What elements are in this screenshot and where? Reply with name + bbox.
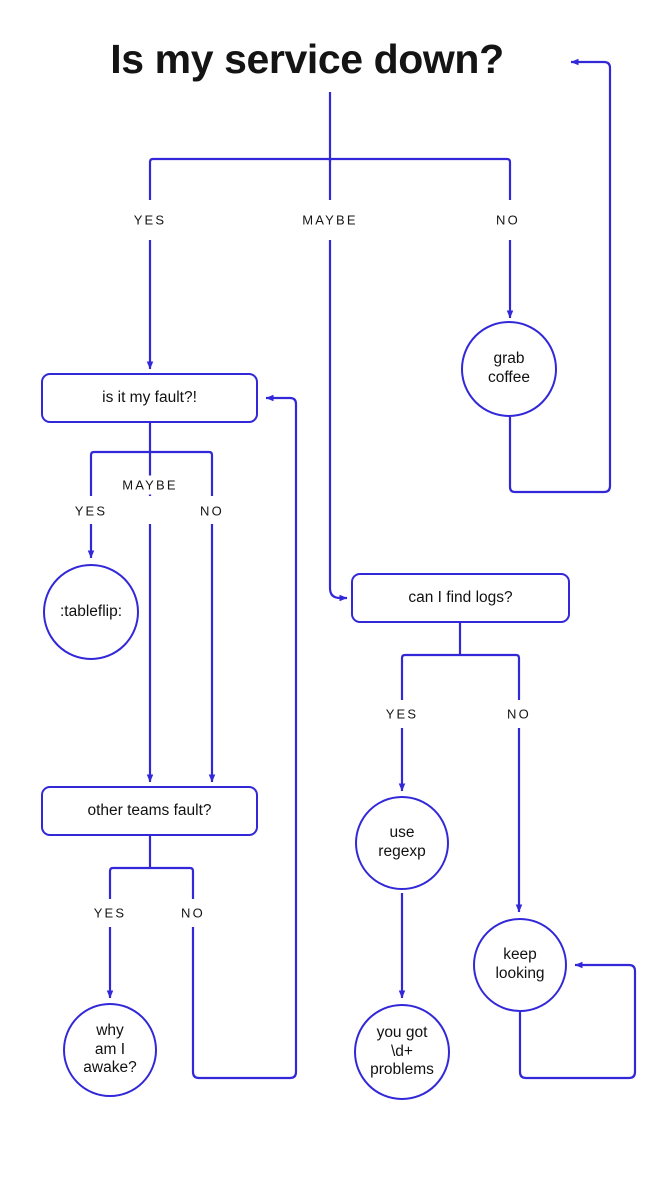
node-other-teams-fault[interactable]: other teams fault?: [41, 786, 258, 836]
node-tableflip[interactable]: :tableflip:: [43, 564, 139, 660]
edge-label-yes: YES: [381, 704, 423, 724]
node-label: is it my fault?!: [102, 389, 197, 406]
node-you-got-d-plus-problems[interactable]: you got\d+problems: [354, 1004, 450, 1100]
edge-label-maybe: MAYBE: [118, 475, 182, 495]
edge-label-no: NO: [196, 501, 228, 521]
edge-label-no: NO: [492, 210, 524, 230]
edge-label-no: NO: [177, 903, 209, 923]
edge-label-maybe: MAYBE: [298, 210, 362, 230]
edge-label-yes: YES: [129, 210, 171, 230]
node-label: other teams fault?: [87, 802, 212, 819]
node-can-i-find-logs[interactable]: can I find logs?: [351, 573, 570, 623]
node-is-it-my-fault[interactable]: is it my fault?!: [41, 373, 258, 423]
node-label: can I find logs?: [408, 589, 513, 606]
page-title: Is my service down?: [110, 36, 504, 82]
edge-label-yes: YES: [70, 501, 112, 521]
node-label: you got\d+problems: [370, 1023, 434, 1079]
edge-label-no: NO: [503, 704, 535, 724]
edge-label-yes: YES: [89, 903, 131, 923]
node-label: :tableflip:: [59, 602, 123, 620]
